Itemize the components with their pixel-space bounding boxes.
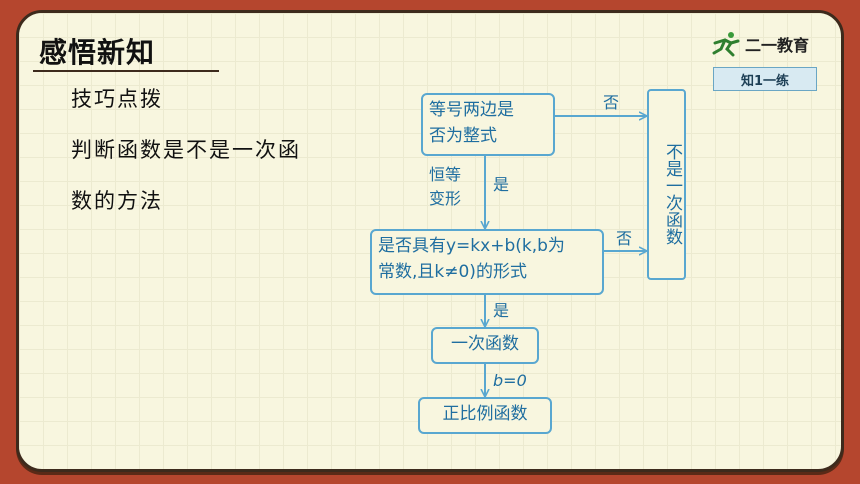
flow-box-form-check-line1: 是否具有y=kx+b(k,b为 [378, 236, 565, 256]
page-title: 感悟新知 [39, 36, 156, 69]
flow-box-not-linear: 不是一次函数 [647, 89, 686, 280]
tip-heading: 技巧点拨 [71, 87, 163, 111]
flow-box-form-check-line2: 常数,且k≠0)的形式 [378, 262, 527, 282]
flow-box-integral-check: 等号两边是 否为整式 [421, 93, 555, 156]
title-underline [33, 70, 219, 72]
label-no-2: 否 [616, 229, 633, 248]
label-transform-2: 变形 [429, 189, 462, 208]
flow-box-linear-function: 一次函数 [431, 327, 539, 364]
flow-box-form-check: 是否具有y=kx+b(k,b为 常数,且k≠0)的形式 [370, 229, 604, 295]
tip-line-2: 判断函数是不是一次函 [71, 138, 301, 162]
logo-text: 二一教育 [745, 36, 810, 55]
tip-line-3: 数的方法 [71, 189, 163, 213]
label-transform-1: 恒等 [429, 165, 462, 184]
practice-badge[interactable]: 知1一练 [713, 67, 817, 91]
flow-arrows [19, 13, 841, 469]
flow-box-proportional-function: 正比例函数 [418, 397, 552, 434]
label-b-equals-zero: b=0 [493, 371, 527, 390]
label-yes-2: 是 [493, 301, 510, 320]
label-yes-1: 是 [493, 175, 510, 194]
logo: 二一教育 [711, 29, 831, 59]
runner-logo-icon [712, 32, 740, 57]
flow-box-integral-check-line1: 等号两边是 [429, 100, 514, 120]
flow-box-integral-check-line2: 否为整式 [429, 126, 497, 146]
chalkboard: 感悟新知 二一教育 知1一练 技巧点拨 判断函数是不是一次函 数的方法 等号两边… [16, 10, 844, 472]
label-no-1: 否 [603, 93, 620, 112]
